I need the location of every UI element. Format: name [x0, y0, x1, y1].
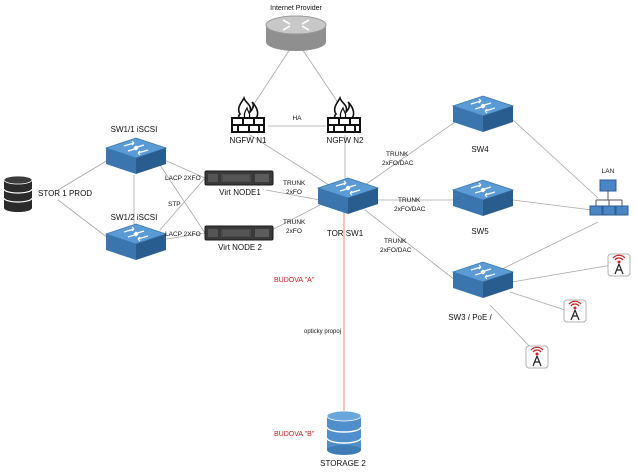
virt-node2-server-icon: [204, 225, 274, 241]
access-point-1-icon: [607, 253, 631, 277]
virt-node1-label: Virt NODE1: [219, 188, 261, 197]
sw5-switch-icon: [452, 179, 514, 217]
trunk-sw4-sublabel: 2xFO/DAC: [382, 160, 414, 167]
trunk-sw3-label: TRUNK: [384, 238, 407, 245]
budova-a-label: BUDOVA "A": [274, 277, 315, 284]
virt-node1-server-icon: [204, 170, 274, 186]
storage2-label: STORAGE 2: [320, 459, 366, 468]
tor-label: TOR SW1: [327, 229, 364, 238]
ha-label: HA: [292, 115, 302, 122]
trunk-node2-sublabel: 2xFO: [286, 228, 302, 235]
virt-node2-label: Virt NODE 2: [218, 243, 262, 252]
sw4-switch-icon: [452, 95, 514, 133]
trunk-sw5-sublabel: 2xFO/DAC: [394, 206, 426, 213]
trunk-sw3-sublabel: 2xFO/DAC: [380, 247, 412, 254]
sw5-label: SW5: [471, 227, 489, 236]
sw12-label: SW1/2 iSCSI: [111, 213, 158, 222]
lacp2-label: LACP 2XFO: [165, 231, 201, 238]
internet-router-icon: [265, 15, 327, 51]
sw3-label: SW3 / PoE /: [448, 313, 492, 322]
lan-label: LAN: [602, 168, 615, 175]
sw11-switch-icon: [105, 137, 167, 175]
opticky-propoj-label: opticky propoj: [304, 329, 341, 335]
access-point-3-icon: [525, 345, 549, 369]
lacp1-label: LACP 2XFO: [165, 175, 201, 182]
firewall-n2-icon: [327, 97, 361, 133]
access-point-2-icon: [563, 299, 587, 323]
sw12-switch-icon: [105, 223, 167, 261]
storage-2-icon: [326, 410, 362, 455]
trunk-node2-label: TRUNK: [283, 219, 306, 226]
sw4-label: SW4: [471, 145, 489, 154]
internet-provider-label: Internet Provider: [270, 5, 322, 12]
stp-label: STP: [168, 201, 181, 208]
trunk-node1-sublabel: 2xFO: [286, 189, 302, 196]
stor1-label: STOR 1 PROD: [38, 189, 92, 198]
budova-b-label: BUDOVA "B": [274, 431, 315, 438]
trunk-sw5-label: TRUNK: [398, 197, 421, 204]
firewall-n1-icon: [231, 97, 265, 133]
sw11-label: SW1/1 iSCSI: [111, 125, 158, 134]
sw3-switch-icon: [452, 261, 514, 299]
trunk-node1-label: TRUNK: [283, 180, 306, 187]
lan-network-icon: [589, 179, 629, 216]
trunk-sw4-label: TRUNK: [386, 151, 409, 158]
ngfw-n1-label: NGFW N1: [230, 136, 267, 145]
ngfw-n2-label: NGFW N2: [327, 136, 364, 145]
storage-1-icon: [3, 175, 33, 212]
connections: [57, 39, 613, 353]
